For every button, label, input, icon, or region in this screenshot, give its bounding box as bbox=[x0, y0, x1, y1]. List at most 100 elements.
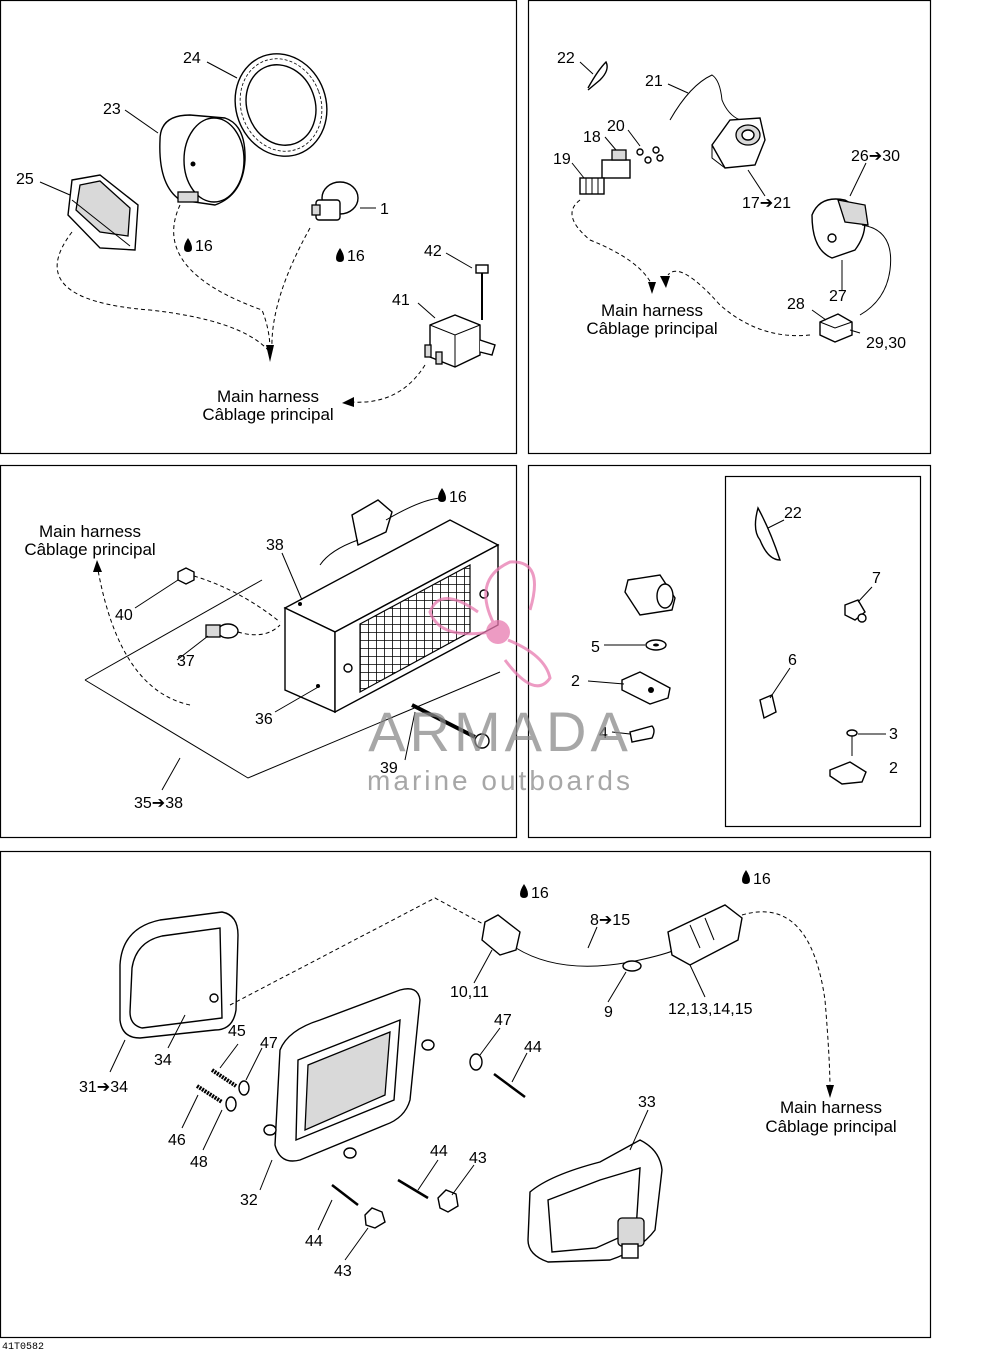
callout-label: 45 bbox=[228, 1023, 246, 1040]
callout-label: 22 bbox=[557, 50, 575, 67]
callout-label: 2 bbox=[571, 673, 580, 690]
callout-label: 2 bbox=[889, 760, 898, 777]
callout-label: 6 bbox=[788, 652, 797, 669]
part-3-screw bbox=[846, 729, 858, 737]
part-42-screw bbox=[475, 264, 489, 320]
callout-label: 27 bbox=[829, 288, 847, 305]
part-43-knob bbox=[364, 1207, 386, 1229]
part-22-clip bbox=[587, 60, 608, 91]
part-28-connector bbox=[819, 313, 853, 343]
panel-4: 5 2 4 22 7 6 3 2 bbox=[571, 505, 898, 785]
main-harness-label-fr: Câblage principal bbox=[765, 1117, 896, 1136]
propeller-logo-icon bbox=[428, 560, 552, 688]
part-44-bolt bbox=[397, 1178, 429, 1200]
panel-1-frame bbox=[0, 0, 518, 455]
callout-label: 32 bbox=[240, 1192, 258, 1209]
part-7-screw bbox=[844, 599, 867, 623]
callout-label: 16 bbox=[753, 871, 771, 888]
part-47-washer bbox=[469, 1053, 483, 1071]
part-grommet bbox=[624, 574, 676, 616]
panel-4-inset-frame bbox=[724, 475, 922, 828]
part-43-knob bbox=[437, 1189, 459, 1213]
callout-label: 40 bbox=[115, 607, 133, 624]
callout-label: 16 bbox=[347, 248, 365, 265]
callout-label: 1 bbox=[380, 201, 389, 218]
part-45-spring bbox=[210, 1068, 238, 1088]
part-18-20-connector-pins bbox=[601, 146, 664, 179]
callout-label: 43 bbox=[334, 1263, 352, 1280]
callout-label: 25 bbox=[16, 171, 34, 188]
callout-label: 47 bbox=[260, 1035, 278, 1052]
part-34-lamp-lens bbox=[119, 911, 239, 1039]
part-26-30-handlebar-switch bbox=[811, 198, 892, 316]
callout-label: 44 bbox=[305, 1233, 323, 1250]
part-1-bulb bbox=[311, 181, 359, 221]
callout-label: 31➔34 bbox=[79, 1079, 128, 1096]
part-41-relay bbox=[424, 314, 496, 368]
part-23-round-lamp bbox=[159, 114, 246, 206]
main-harness-label: Main harness bbox=[780, 1098, 882, 1117]
part-8-15-harness bbox=[481, 904, 743, 972]
callout-label: 42 bbox=[424, 243, 442, 260]
callout-label: 19 bbox=[553, 151, 571, 168]
part-24-bezel-ring bbox=[234, 53, 328, 157]
main-harness-label: Main harness bbox=[601, 301, 703, 320]
part-40-nut bbox=[177, 567, 195, 585]
part-21-cable bbox=[669, 74, 741, 121]
callout-label: 21 bbox=[645, 73, 663, 90]
part-46-spring bbox=[195, 1084, 224, 1104]
callout-label: 37 bbox=[177, 653, 195, 670]
panel-3: 16 38 40 37 36 39 35➔38 Main harness Câb… bbox=[24, 488, 501, 812]
grease-drop-icon bbox=[184, 238, 192, 252]
callout-label: 41 bbox=[392, 292, 410, 309]
callout-label: 16 bbox=[449, 489, 467, 506]
panel-2-frame bbox=[527, 0, 932, 455]
callout-label: 23 bbox=[103, 101, 121, 118]
callout-label: 22 bbox=[784, 505, 802, 522]
callout-label: 17➔21 bbox=[742, 195, 791, 212]
callout-label: 3 bbox=[889, 726, 898, 743]
main-harness-label: Main harness bbox=[217, 387, 319, 406]
callout-label: 8➔15 bbox=[590, 912, 630, 929]
callout-label: 47 bbox=[494, 1012, 512, 1029]
panel-1: 24 23 25 1 16 16 42 41 Main harness Câbl… bbox=[16, 50, 496, 424]
callout-label: 16 bbox=[531, 885, 549, 902]
part-33-cover bbox=[527, 1139, 663, 1263]
callout-label: 35➔38 bbox=[134, 795, 183, 812]
callout-label: 44 bbox=[524, 1039, 542, 1056]
callout-label: 33 bbox=[638, 1094, 656, 1111]
part-6-clip bbox=[759, 694, 777, 720]
callout-label: 4 bbox=[599, 725, 608, 742]
part-17-21-switch-assembly bbox=[711, 117, 766, 169]
part-22-cable-tie bbox=[754, 506, 781, 561]
grease-drop-icon bbox=[438, 488, 446, 502]
callout-label: 39 bbox=[380, 760, 398, 777]
callout-label: 16 bbox=[195, 238, 213, 255]
watermark-brand: ARMADA bbox=[368, 700, 632, 763]
grease-drop-icon bbox=[742, 870, 750, 884]
part-44-bolt bbox=[493, 1072, 526, 1099]
part-37-bulb bbox=[205, 623, 239, 639]
part-25-work-lamp bbox=[67, 174, 139, 251]
callout-label: 5 bbox=[591, 639, 600, 656]
callout-label: 20 bbox=[607, 118, 625, 135]
callout-label: 18 bbox=[583, 129, 601, 146]
callout-label: 28 bbox=[787, 296, 805, 313]
part-39-bolt bbox=[411, 703, 490, 749]
connector bbox=[319, 497, 441, 566]
grease-drop-icon bbox=[520, 884, 528, 898]
diagram-code: 41T0582 bbox=[2, 1342, 44, 1352]
watermark: ARMADA marine outboards bbox=[367, 560, 632, 796]
callout-label: 26➔30 bbox=[851, 148, 900, 165]
part-47-washer bbox=[238, 1080, 250, 1096]
part-32-housing bbox=[263, 988, 435, 1162]
callout-label: 29,30 bbox=[866, 335, 906, 352]
callout-label: 10,11 bbox=[450, 984, 489, 1001]
panel-5-frame bbox=[0, 850, 932, 1339]
callout-label: 48 bbox=[190, 1154, 208, 1171]
main-harness-label-fr: Câblage principal bbox=[586, 319, 717, 338]
callout-label: 44 bbox=[430, 1143, 448, 1160]
callout-label: 43 bbox=[469, 1150, 487, 1167]
main-harness-label-fr: Câblage principal bbox=[24, 540, 155, 559]
